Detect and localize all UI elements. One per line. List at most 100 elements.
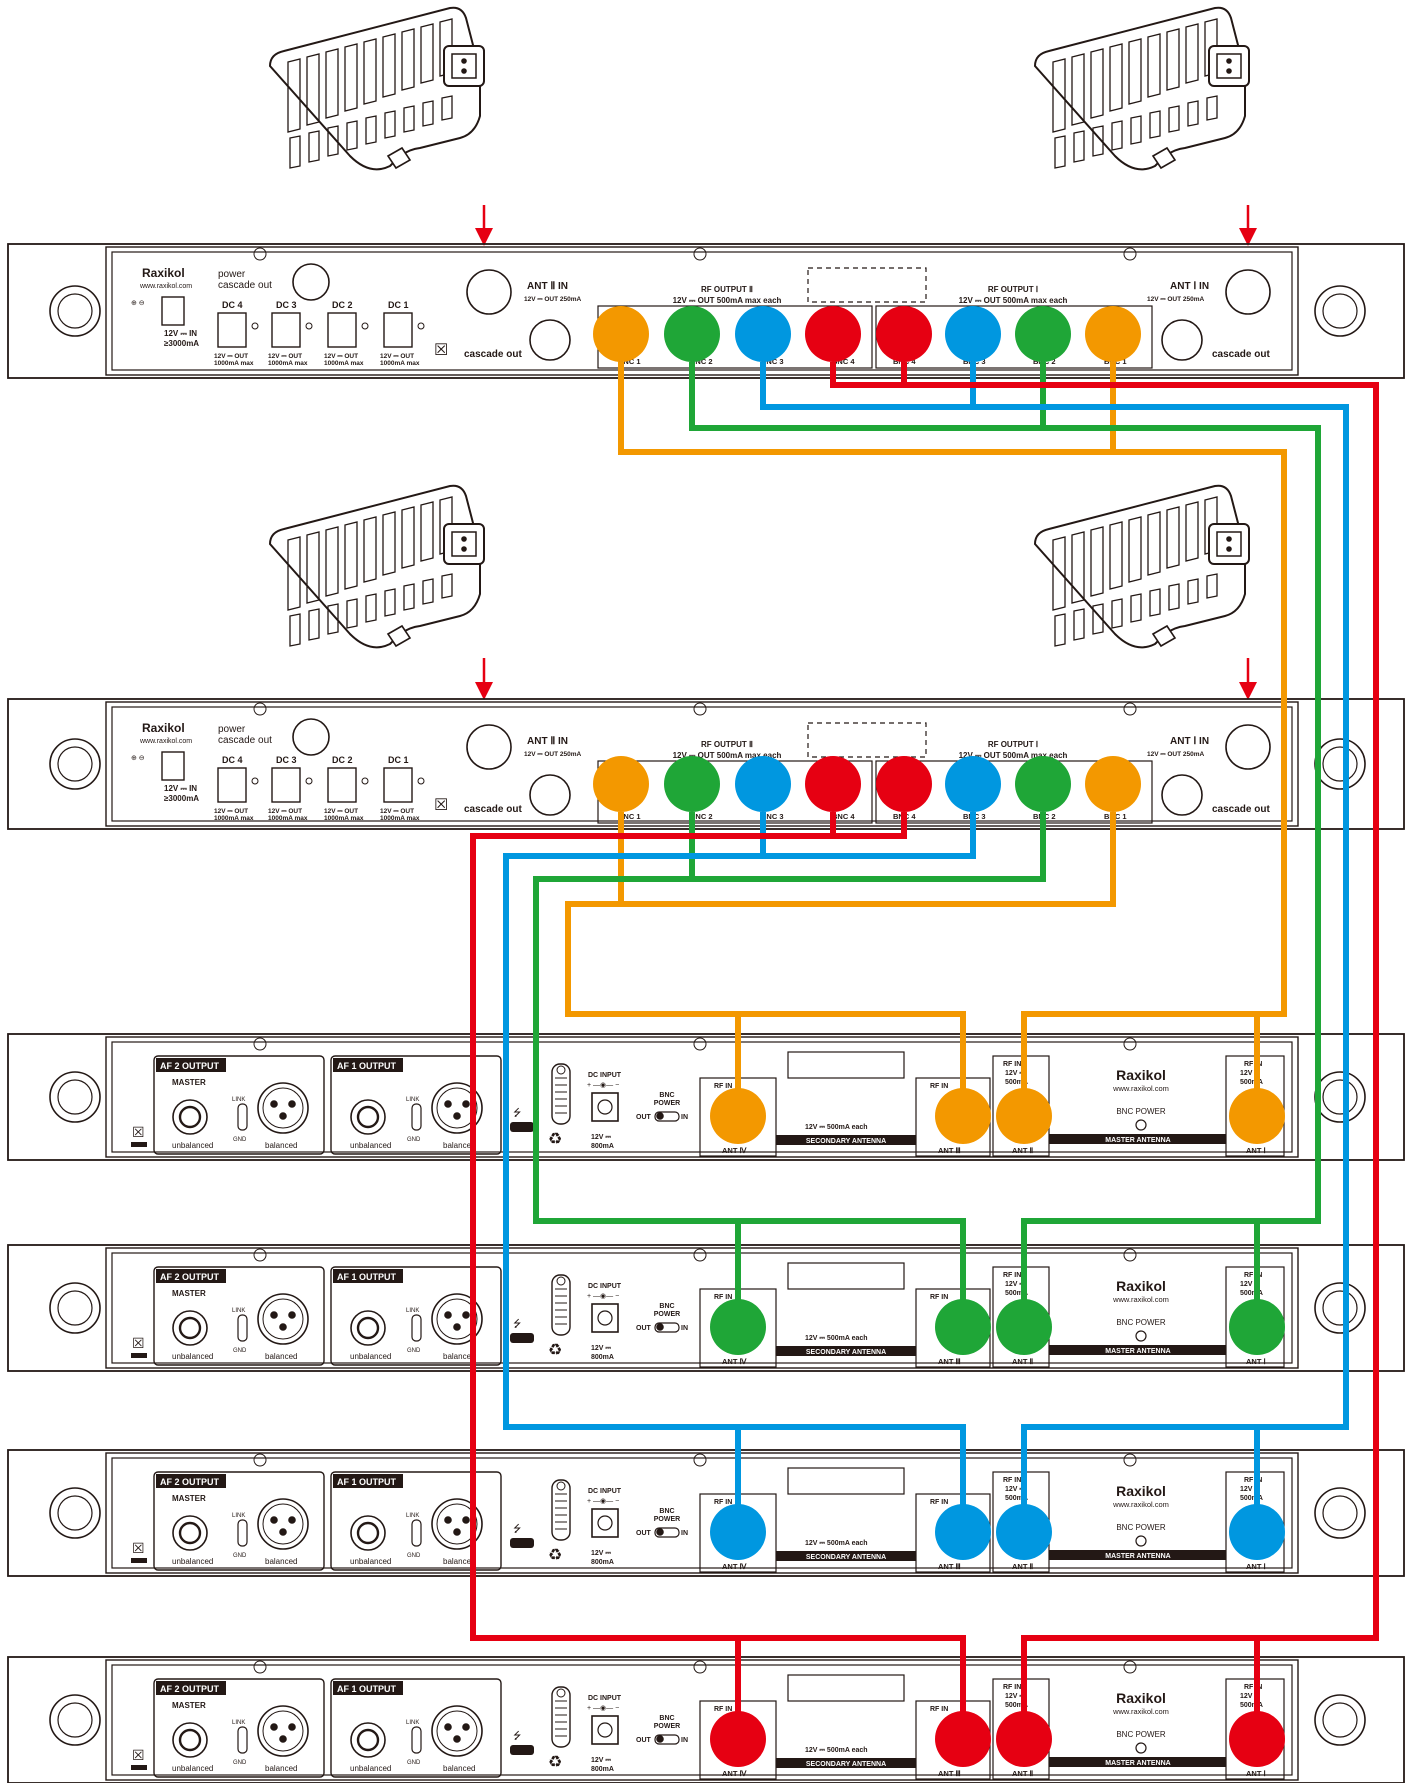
ant-label: ANT Ⅲ [938,1146,961,1155]
cable-red [830,362,1379,1712]
dc-port [271,312,301,348]
ant-power: 12V ⎓ [1005,1070,1025,1077]
jack-unbalanced-af1 [350,1099,386,1135]
rack-ear-hole-left-inner [57,746,93,782]
gnd-label: GND [407,1760,421,1766]
dc-port-label: DC 3 [276,755,297,765]
antenna-element [344,43,358,112]
screw [693,1453,707,1467]
antenna-element [344,521,358,590]
bnc-power-switch [654,1111,680,1122]
rf-output-2-title: RF OUTPUT Ⅱ [701,285,753,294]
antenna-element [420,501,434,562]
antenna-element [403,583,415,611]
jack-inner [356,1316,380,1340]
usb-icon: ⭍ [513,1523,521,1535]
master-label: MASTER [172,1701,206,1710]
power-spec: 800mA [591,1766,614,1773]
unbalanced-label: unbalanced [350,1352,391,1361]
front-panel [105,1659,1299,1781]
antenna-element [1109,521,1123,590]
receiver-bnc-o [710,1088,766,1144]
in-label: IN [681,1737,688,1744]
dc-spec: 12V ⎓ OUT [324,808,358,815]
front-panel-inner [111,1252,1293,1364]
dc-port [327,312,357,348]
antenna-element [1147,33,1161,98]
antenna-element [1111,120,1123,151]
cable-orange [618,362,1287,1090]
weee-bar [131,1558,147,1563]
receiver-bnc-g [710,1299,766,1355]
rf-output-1-spec: 12V ⎓ OUT 500mA max each [959,296,1068,305]
weee-bar [131,1142,147,1147]
rack-frame [7,698,1405,830]
xlr-connector-af1 [431,1498,483,1550]
power-in-label: 12V ⎓ IN [164,329,197,338]
antenna-element [1052,536,1066,611]
bnc-power-led [1135,1119,1147,1131]
bnc-label: BNC 1 [618,812,641,821]
ant-label: ANT Ⅲ [938,1562,961,1571]
dc-spec: 1000mA max [324,360,364,367]
rack-ear-hole-right [1314,285,1366,337]
dc-spec: 12V ⎓ OUT [324,353,358,360]
unbalanced-label: unbalanced [350,1764,391,1773]
bnc-power-label: POWER [654,1516,680,1523]
grill-knob [556,1065,566,1075]
fan-grill [551,1063,571,1125]
antenna-element [384,110,396,139]
balanced-label: balanced [443,1557,475,1566]
af2-output-block [153,1266,325,1366]
rack-ear-hole-left-inner [57,1079,93,1115]
af2-header [156,1269,226,1283]
antenna-element [1071,531,1085,604]
power-spec: 800mA [591,1143,614,1150]
af1-header [333,1058,403,1072]
bnc-label: BNC 2 [690,812,713,821]
master-antenna-label: MASTER ANTENNA [1105,1553,1170,1560]
cascade-out-label: cascade out [464,804,522,815]
cascade-out-label: cascade out [218,280,272,291]
antenna-element [306,53,320,126]
cable-red [1254,1635,1376,1712]
feed-arrow-head [475,228,493,246]
xlr-connector-af1 [431,1082,483,1134]
polarity: ⊕ ⊖ [131,300,145,307]
secondary-bar [776,1551,916,1561]
bnc-power-label: POWER [654,1311,680,1318]
balanced-label: balanced [265,1557,297,1566]
antenna-body [1033,6,1246,171]
rf-output-1-title: RF OUTPUT Ⅰ [988,740,1038,749]
antenna-element [308,130,320,163]
dc-in-jack [161,296,185,326]
recycle-icon: ♻ [548,1754,562,1771]
rack-ear-hole-right [1314,1282,1366,1334]
xlr-connector-af2 [257,1082,309,1134]
cascade-out-port-right [1161,319,1203,361]
dc-port-label: DC 1 [388,755,409,765]
af1-output-label: AF 1 OUTPUT [337,1684,397,1694]
dot [1226,546,1232,552]
ant-power: 12V ⎓ [1240,1693,1260,1700]
bnc-power-switch [654,1734,680,1745]
gnd-label: GND [407,1137,421,1143]
bnc-connector-g [664,306,720,362]
jack-unbalanced-af2 [172,1515,208,1551]
rf-output-2-title: RF OUTPUT Ⅱ [701,740,753,749]
jack-inner [178,1521,202,1545]
power-spec: 12V ⎓ [591,1134,611,1141]
link-label: LINK [232,1097,245,1103]
dc-port [271,767,301,803]
gnd-label: GND [233,1760,247,1766]
antenna-element [1090,526,1104,597]
xlr-pin [270,1723,278,1731]
power-cascade-port [292,718,330,756]
cable-layer [470,362,1379,1712]
balanced-label: balanced [443,1352,475,1361]
antenna-element [346,598,358,629]
ant2-in-port [466,269,512,315]
polarity: ⊕ ⊖ [131,755,145,762]
receiver-bnc-b [710,1504,766,1560]
ant1-spec: 12V ⎓ OUT 250mA [1147,751,1205,758]
